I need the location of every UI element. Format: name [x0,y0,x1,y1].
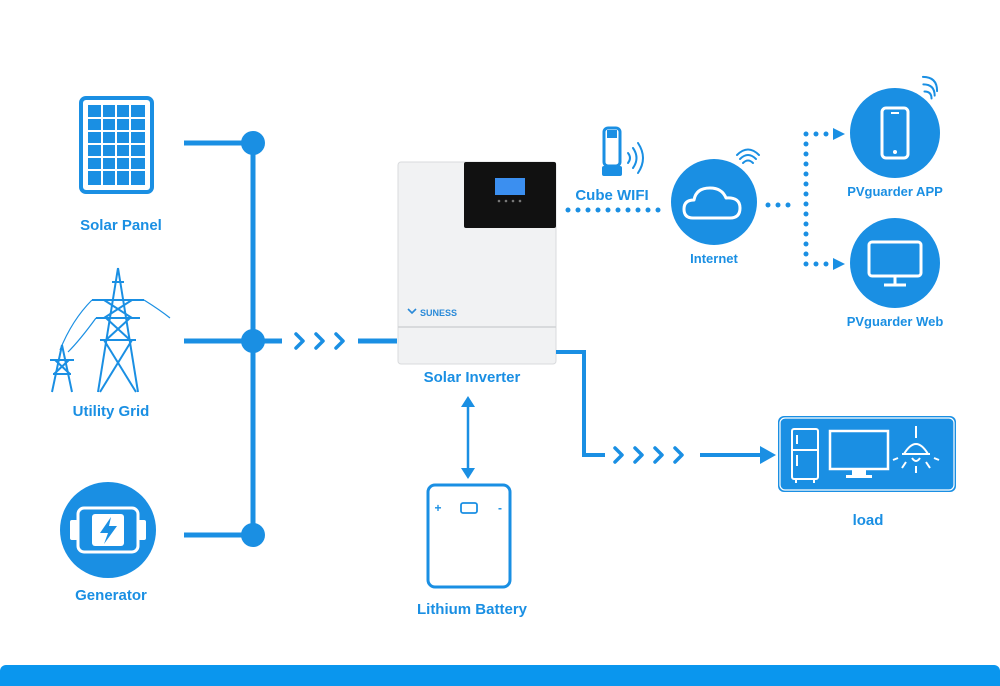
bus-node-grid [241,329,265,353]
tv-icon [828,429,890,478]
generator-icon [60,482,156,578]
battery-link-arrow [461,396,475,479]
load-line [556,350,605,457]
inverter-screen [495,178,525,195]
battery-plus: + [434,501,441,515]
battery-icon: + - [426,483,512,589]
inverter-label: Solar Inverter [424,369,521,386]
battery-minus: - [498,501,502,515]
cloud-icon [671,148,760,245]
inverter-buttons [497,199,522,203]
cube-wifi-label: Cube WIFI [575,187,648,204]
battery-label: Lithium Battery [417,601,528,618]
fridge-icon [791,428,819,483]
branch-dots [803,131,829,267]
footer-bar [0,665,1000,686]
inverter-brand: SUNESS [420,308,457,318]
utility-grid-label: Utility Grid [73,403,150,420]
flow-chevrons-output [613,446,684,464]
smartphone-icon [850,75,940,178]
internet-label: Internet [690,251,738,266]
flow-chevrons-input [294,332,345,350]
wifi-dongle-icon [602,126,644,176]
web-label: PVguarder Web [847,314,944,329]
solar-panel-label: Solar Panel [80,217,162,234]
monitor-icon [850,218,940,308]
source-bus [184,140,397,538]
wifi-dots [565,207,661,213]
load-label: load [853,512,884,529]
brand-logo-icon [407,308,417,315]
power-tower-icon [50,267,171,393]
lamp-icon [892,426,940,473]
app-arrow-head [833,128,845,140]
bus-node-solar [241,131,265,155]
solar-panel-icon [79,96,154,194]
bus-node-generator [241,523,265,547]
solar-inverter: SUNESS [397,161,557,365]
app-label: PVguarder APP [847,184,943,199]
load-arrow-head [760,446,776,464]
web-arrow-head [833,258,845,270]
load-box [778,416,956,492]
generator-label: Generator [75,587,147,604]
internet-dots [765,202,791,208]
